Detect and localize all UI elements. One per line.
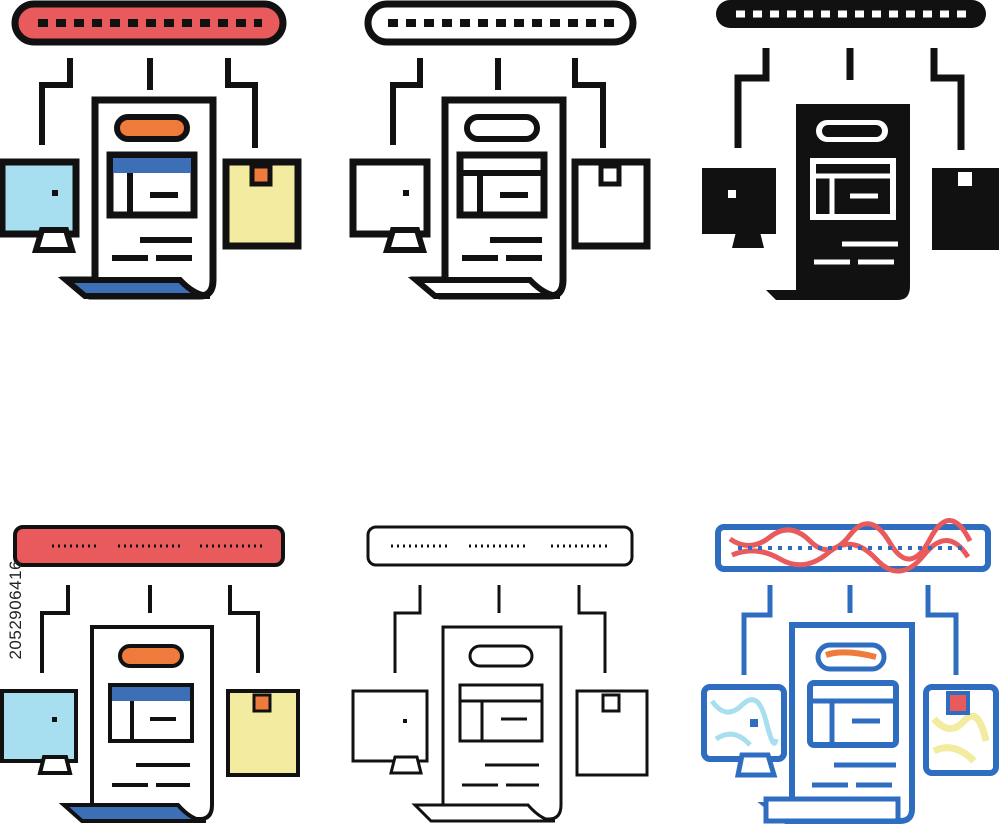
order-icon-filled-color	[0, 0, 333, 320]
order-icon-glyph-solid	[666, 0, 999, 320]
order-icon-outline-thin	[333, 505, 666, 825]
order-icon-flat-color	[0, 505, 333, 825]
order-icon-outline-bold	[333, 0, 666, 320]
order-fulfillment-icon	[349, 0, 651, 300]
order-fulfillment-icon	[0, 0, 302, 300]
stock-image-id: 205290641­6	[6, 560, 25, 660]
order-fulfillment-icon	[702, 0, 999, 300]
order-fulfillment-icon	[0, 525, 300, 823]
order-fulfillment-icon	[351, 525, 649, 823]
order-icon-hand-drawn	[666, 505, 999, 825]
order-fulfillment-icon	[701, 518, 999, 824]
